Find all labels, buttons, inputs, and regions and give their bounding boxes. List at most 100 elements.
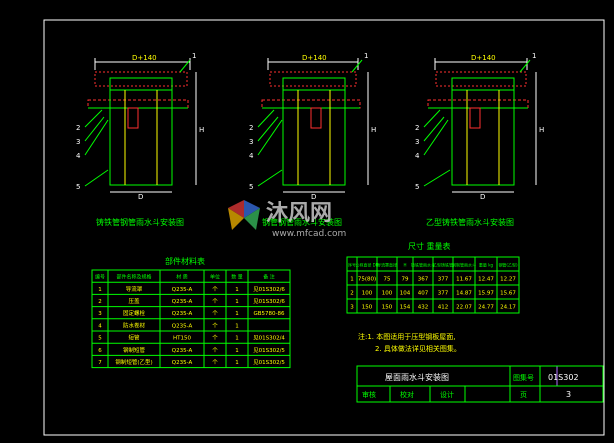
parts-table-header-cell: 材 质 [176, 274, 188, 281]
drawing-3-callout-2: 2 [415, 124, 419, 132]
dims-table-header-cell: 公称直径 DN [355, 262, 378, 268]
parts-table-cell: 个 [212, 298, 218, 305]
parts-table-cell: Q235-A [172, 323, 193, 329]
dims-table-cell: 12.47 [478, 277, 494, 283]
note-line-2: 2. 具体做法详见相关图集。 [375, 344, 461, 353]
dims-table-title: 尺寸 重量表 [408, 241, 451, 251]
dims-table-cell: 2 [350, 291, 354, 297]
drawing-1 [84, 58, 197, 193]
dims-table-cell: 79 [402, 277, 409, 283]
sheet-border [43, 19, 605, 436]
drawing-3-callout-4: 4 [415, 152, 420, 160]
parts-table-cell: 1 [235, 287, 239, 293]
dims-table-header-cell: 乙型铸铁管 [433, 262, 453, 268]
parts-table-title: 部件材料表 [165, 256, 205, 266]
watermark-logo-icon [228, 200, 260, 230]
parts-table-cell: 见01S302/5 [253, 347, 285, 354]
parts-table-cell: 固定螺栓 [123, 309, 146, 317]
parts-table-cell: 个 [212, 286, 218, 293]
drawing-2-callout-2: 2 [249, 124, 253, 132]
drawing-2-callout-4: 4 [249, 152, 254, 160]
dims-table-cell: 377 [438, 277, 449, 283]
title-block-reviewer-label: 审核 [362, 390, 376, 399]
watermark-brand: 沐风网 [266, 201, 332, 226]
drawing-1-callout-4: 4 [76, 152, 81, 160]
watermark: 沐风网 www.mfcad.com [228, 200, 346, 239]
parts-table-cell: 个 [212, 359, 218, 366]
parts-table-cell: 3 [98, 311, 102, 317]
parts-table-cell: 防水卷材 [123, 321, 146, 329]
title-block-page-no: 3 [566, 390, 571, 399]
dims-table-cell: 12.27 [500, 277, 516, 283]
parts-table-cell: 见01S302/5 [253, 359, 285, 366]
title-block-page-label: 页 [520, 391, 527, 399]
dims-table-cell: 407 [418, 291, 429, 297]
drawing-2-dim-bottom: D [311, 193, 316, 201]
parts-table-header-cell: 备 注 [263, 274, 275, 281]
dims-table-header-cell: 重量 kg [479, 262, 494, 268]
parts-table-cell: 1 [235, 360, 239, 366]
parts-table-cell: Q235-A [172, 360, 193, 366]
dims-table-cell: 22.07 [456, 305, 472, 311]
drawing-2-dim-height: H [371, 126, 376, 134]
title-block-atlas-no: 01S302 [548, 373, 579, 382]
parts-table-cell: Q235-A [172, 311, 193, 317]
drawing-3-callout-1: 1 [532, 52, 536, 60]
dims-table-cell: 75 [384, 277, 391, 283]
watermark-url: www.mfcad.com [272, 229, 346, 239]
parts-table-cell: 见01S302/6 [253, 286, 285, 293]
dims-table-cell: 15.67 [500, 291, 516, 297]
title-block-atlas-label: 图集号 [513, 373, 534, 382]
parts-table-header-cell: 部件名称及规格 [116, 274, 151, 281]
parts-table-cell: 见01S302/6 [253, 298, 285, 305]
dims-table-header-cell: 钢制管雨水斗 [452, 262, 476, 268]
dims-table-cell: 1 [350, 277, 354, 283]
drawing-2-callout-5: 5 [249, 183, 253, 191]
parts-table-cell: Q235-A [172, 348, 193, 354]
dims-table-cell: 14.87 [456, 291, 472, 297]
parts-table-cell: 1 [235, 311, 239, 317]
dims-table-cell: 100 [382, 291, 393, 297]
drawing-3-caption: 乙型铸铁管雨水斗安装图 [426, 217, 514, 227]
dims-table-cell: 24.77 [478, 305, 494, 311]
parts-table-cell: 压盖 [128, 297, 140, 305]
parts-table-cell: 个 [212, 322, 218, 329]
drawing-1-callout-5: 5 [76, 183, 80, 191]
drawing-3-dim-bottom: D [480, 193, 485, 201]
dims-table-cell: 104 [400, 291, 411, 297]
drawing-3-callout-5: 5 [415, 183, 419, 191]
parts-table-cell: 1 [235, 323, 239, 329]
drawing-3 [423, 58, 537, 193]
parts-table-cell: 5 [98, 336, 102, 342]
dims-table-cell: 367 [418, 277, 429, 283]
parts-table-cell: 1 [235, 336, 239, 342]
parts-table-cell: 个 [212, 347, 218, 354]
parts-table-cell: 1 [98, 287, 102, 293]
dims-table-cell: 24.17 [500, 305, 516, 311]
drawing-3-dim-top: D+140 [471, 54, 496, 62]
parts-table-cell: 2 [98, 299, 102, 305]
drawing-1-dim-bottom: D [138, 193, 143, 201]
parts-table-cell: 见01S302/4 [253, 335, 285, 342]
drawing-1-callout-2: 2 [76, 124, 80, 132]
dims-table-cell: 100 [362, 291, 373, 297]
title-block-title: 屋面雨水斗安装图 [385, 372, 449, 382]
dims-table-header-cell: H [403, 263, 406, 268]
parts-table-cell: 钢制短管(乙型) [115, 358, 152, 366]
dims-table-header-cell: 钢管(乙型) [498, 262, 518, 268]
dims-table-cell: 377 [438, 291, 449, 297]
dims-table-header-cell: 导流罩直径 [377, 262, 397, 268]
parts-table-cell: Q235-A [172, 287, 193, 293]
parts-table-cell: Q235-A [172, 299, 193, 305]
dims-table-cell: 15.97 [478, 291, 494, 297]
parts-table-cell: 短管 [128, 334, 140, 342]
drawing-3-callout-3: 3 [415, 138, 419, 146]
drawing-2-caption: 钢管钢管雨水斗安装图 [262, 217, 342, 227]
drawing-1-dim-height: H [199, 126, 204, 134]
drawing-3-dim-height: H [539, 126, 544, 134]
parts-table-cell: GB5780-86 [253, 311, 285, 317]
parts-table-cell: 导流罩 [126, 285, 143, 293]
title-block-designer-label: 设计 [440, 390, 454, 399]
parts-table-cell: 个 [212, 335, 218, 342]
